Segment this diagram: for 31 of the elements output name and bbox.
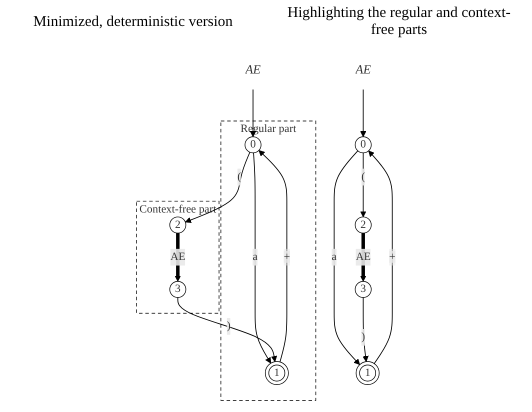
edge-label: ) (226, 320, 231, 332)
node-circle: 3 (169, 281, 186, 298)
arrow (174, 233, 181, 282)
arrow (360, 233, 366, 282)
edge-label: AE (170, 250, 186, 263)
panel-heading: Minimized, deterministic version (32, 14, 234, 30)
arrow (250, 89, 256, 138)
edge-label: ( (361, 170, 366, 183)
node-circle: 0 (354, 136, 372, 154)
node-circle: 1 (264, 361, 289, 385)
arrow (185, 152, 250, 223)
node-circle: 0 (244, 136, 262, 154)
node-circle: 1 (356, 361, 380, 385)
arrow (253, 152, 272, 364)
arrow (360, 152, 366, 218)
arrow (334, 150, 360, 365)
edge-label: + (389, 250, 396, 263)
edge-label: a (252, 250, 258, 263)
arrow (177, 297, 278, 362)
edge-label: ) (361, 331, 366, 343)
node-circle: 3 (354, 281, 372, 298)
edge-label: ( (237, 170, 242, 183)
arrow (258, 150, 288, 362)
arrow (368, 150, 393, 364)
panel-heading: Highlighting the regular and context-free parts (286, 5, 512, 39)
edge-label: + (284, 250, 290, 263)
edge-label: AE (356, 250, 371, 263)
node-circle: 2 (354, 216, 372, 234)
node-circle: 2 (169, 216, 186, 234)
arrow (360, 89, 366, 138)
edge-label: a (332, 250, 337, 263)
